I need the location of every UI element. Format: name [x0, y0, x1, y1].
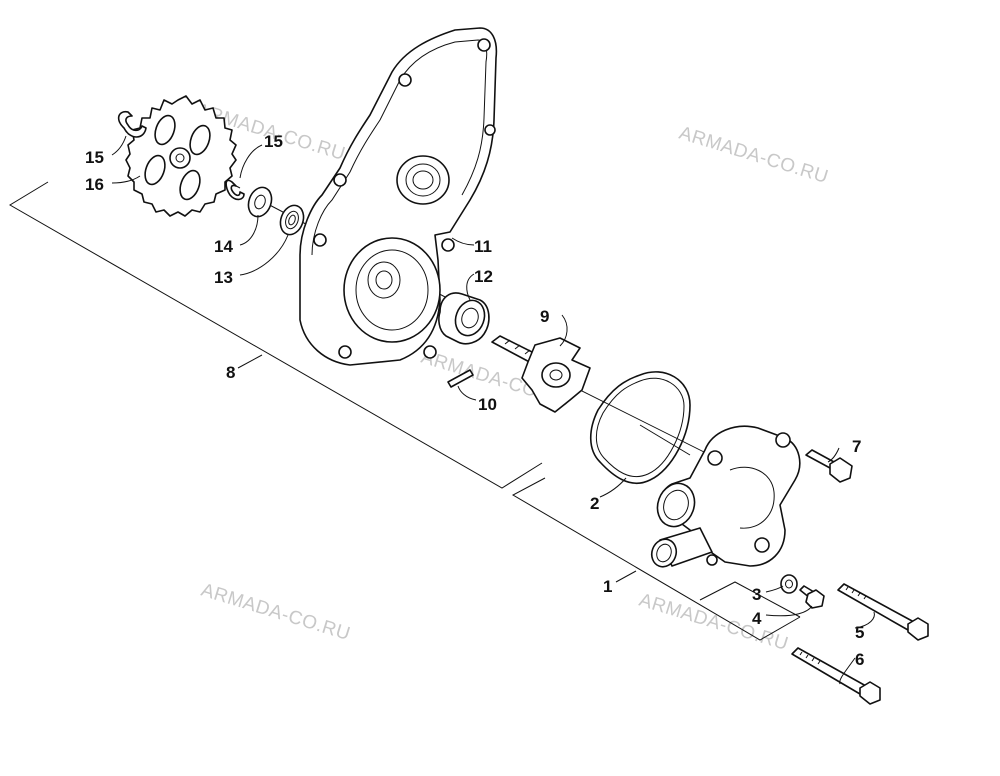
label-6: 6 — [855, 650, 864, 669]
part-7-bolt — [805, 449, 853, 483]
label-4: 4 — [752, 609, 762, 628]
assembly-bracket-8 — [9, 181, 543, 489]
callout-labels: 15 16 15 14 13 11 12 9 8 10 2 7 1 3 4 5 … — [85, 132, 864, 669]
label-10: 10 — [478, 395, 497, 414]
part-15-circlip-left — [117, 110, 147, 138]
label-8: 8 — [226, 363, 235, 382]
part-15-circlip-right — [225, 179, 245, 201]
watermark-2: ARMADA-CO.RU — [677, 123, 831, 188]
label-15-right: 15 — [264, 132, 283, 151]
label-16: 16 — [85, 175, 104, 194]
label-7: 7 — [852, 437, 861, 456]
part-2-gasket — [589, 371, 691, 485]
label-1: 1 — [603, 577, 612, 596]
label-2: 2 — [590, 494, 599, 513]
label-15-left: 15 — [85, 148, 104, 167]
part-13-seal — [279, 204, 305, 236]
assembly-bracket-1 — [511, 477, 801, 641]
label-5: 5 — [855, 623, 864, 642]
label-3: 3 — [752, 585, 761, 604]
label-14: 14 — [214, 237, 233, 256]
part-6-long-bolt — [791, 647, 881, 705]
part-11-cover — [299, 27, 498, 366]
label-9: 9 — [540, 307, 549, 326]
label-12: 12 — [474, 267, 493, 286]
leader-lines — [111, 135, 875, 685]
part-10-pin — [447, 369, 474, 388]
part-4-bolt — [799, 585, 825, 609]
part-12-mechanical-seal — [438, 292, 490, 345]
part-14-washer — [247, 186, 273, 218]
part-1-pump-housing — [650, 425, 801, 568]
label-11: 11 — [474, 237, 492, 256]
watermark-4: ARMADA-CO.RU — [199, 580, 353, 645]
label-13: 13 — [214, 268, 233, 287]
part-9-impeller-shaft — [491, 335, 591, 413]
part-5-long-bolt — [837, 583, 929, 641]
part-3-washer — [780, 574, 798, 594]
